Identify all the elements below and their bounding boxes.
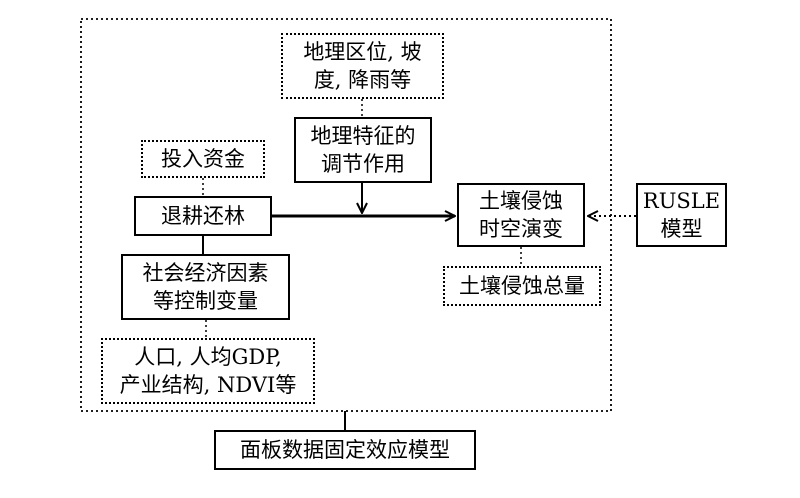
node-rusle-model: RUSLE 模型 — [636, 183, 727, 247]
node-geo-location-line-2: 度, 降雨等 — [313, 68, 412, 92]
node-geo-feature-line-2: 调节作用 — [321, 152, 405, 176]
node-socioeconomic-line-2: 等控制变量 — [153, 289, 258, 313]
node-geo-feature-line-1: 地理特征的 — [310, 124, 416, 148]
node-investment: 投入资金 — [141, 140, 265, 178]
node-erosion-total: 土壤侵蚀总量 — [443, 266, 601, 306]
node-population-line-1: 人口, 人均GDP, — [134, 345, 282, 369]
node-geo-location: 地理区位, 坡 度, 降雨等 — [281, 33, 444, 99]
node-geo-location-line-1: 地理区位, 坡 — [303, 40, 422, 64]
node-rusle-model-line-2: 模型 — [660, 217, 703, 241]
node-panel-fixed-effects-model-line-1: 面板数据固定效应模型 — [240, 438, 450, 462]
node-soil-erosion-line-2: 时空演变 — [479, 217, 563, 241]
node-panel-fixed-effects-model: 面板数据固定效应模型 — [214, 430, 476, 470]
node-rusle-model-line-1: RUSLE — [642, 189, 721, 213]
node-investment-line-1: 投入资金 — [161, 147, 245, 171]
node-grain-to-green-line-1: 退耕还林 — [161, 204, 245, 228]
node-population-line-2: 产业结构, NDVI等 — [119, 373, 297, 397]
node-population: 人口, 人均GDP, 产业结构, NDVI等 — [101, 338, 315, 404]
node-soil-erosion: 土壤侵蚀 时空演变 — [457, 183, 585, 247]
node-soil-erosion-line-1: 土壤侵蚀 — [479, 189, 563, 213]
node-socioeconomic: 社会经济因素 等控制变量 — [121, 254, 290, 320]
node-geo-feature: 地理特征的 调节作用 — [294, 117, 432, 183]
node-grain-to-green: 退耕还林 — [134, 196, 272, 236]
node-socioeconomic-line-1: 社会经济因素 — [142, 261, 269, 285]
node-erosion-total-line-1: 土壤侵蚀总量 — [459, 274, 585, 298]
